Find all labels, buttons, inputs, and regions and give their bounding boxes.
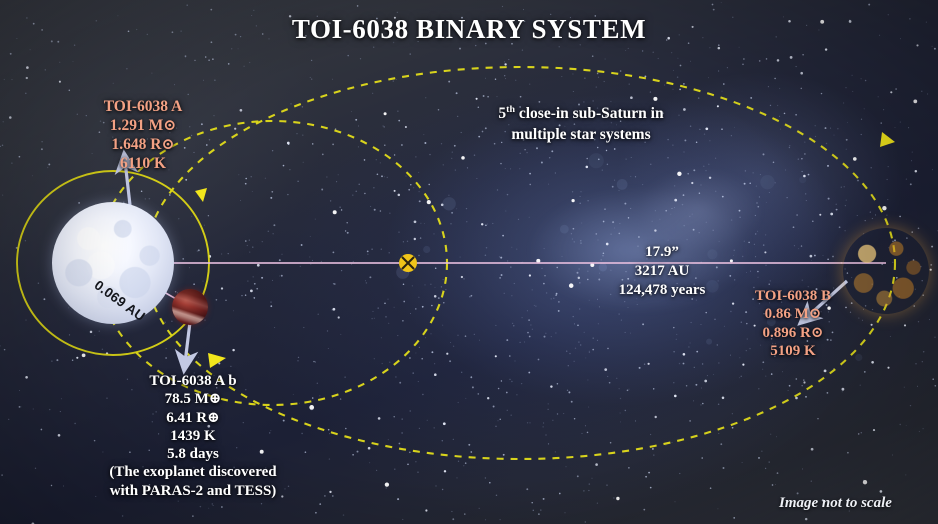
planet-period: 5.8 days bbox=[167, 446, 219, 463]
label-star-b: TOI-6038 B 0.86 M⊙ 0.896 R⊙ 5109 K bbox=[738, 287, 848, 360]
planet-mass: 78.5 M⊕ bbox=[164, 391, 222, 408]
scale-disclaimer: Image not to scale bbox=[779, 495, 892, 511]
headline-annotation: 5th close-in sub-Saturn in multiple star… bbox=[456, 104, 706, 146]
white-star-icon bbox=[52, 202, 174, 324]
pointer-star-a bbox=[114, 149, 139, 206]
star-a-mass: 1.291 M⊙ bbox=[109, 116, 177, 134]
label-separation: 17.9” 3217 AU 124,478 years bbox=[596, 243, 728, 301]
page-title: TOI-6038 BINARY SYSTEM bbox=[291, 14, 647, 44]
orbit-direction-arrow-right bbox=[880, 132, 895, 147]
star-b-radius: 0.896 R⊙ bbox=[762, 324, 824, 341]
star-b-name: TOI-6038 B bbox=[755, 288, 831, 304]
star-a-name: TOI-6038 A bbox=[103, 98, 183, 115]
label-planet: TOI-6038 A b 78.5 M⊕ 6.41 R⊕ 1439 K 5.8 … bbox=[78, 372, 308, 500]
star-a-temperature: 6110 K bbox=[119, 154, 167, 172]
barycenter-cross-icon bbox=[399, 254, 417, 272]
star-a-radius: 1.648 R⊙ bbox=[111, 135, 175, 153]
orbit-planet-direction-arrow bbox=[195, 188, 207, 202]
separation-angular: 17.9” bbox=[645, 244, 679, 260]
headline-line-1: 5th close-in sub-Saturn in bbox=[498, 103, 664, 122]
label-star-a: TOI-6038 A 1.291 M⊙ 1.648 R⊙ 6110 K bbox=[68, 98, 218, 174]
red-planet-icon bbox=[172, 289, 208, 325]
planet-temperature: 1439 K bbox=[170, 427, 216, 444]
planet-note-line-2: with PARAS-2 and TESS) bbox=[109, 482, 277, 499]
pointer-star-b bbox=[797, 279, 849, 326]
pointer-planet bbox=[174, 321, 199, 375]
star-b-surface-texture bbox=[843, 228, 929, 314]
star-b-temperature: 5109 K bbox=[770, 342, 816, 359]
orbit-direction-arrow-left bbox=[208, 353, 226, 368]
star-a-surface-texture bbox=[52, 202, 174, 324]
headline-line-2: multiple star systems bbox=[511, 125, 651, 143]
planet-radius: 6.41 R⊕ bbox=[166, 409, 220, 426]
planet-surface-bands bbox=[172, 289, 208, 325]
orange-star-icon bbox=[843, 228, 929, 314]
star-b-mass: 0.86 M⊙ bbox=[764, 306, 822, 323]
separation-period: 124,478 years bbox=[618, 282, 706, 299]
planet-note-line-1: (The exoplanet discovered bbox=[109, 464, 277, 481]
planet-name: TOI-6038 A b bbox=[149, 373, 237, 389]
separation-distance: 3217 AU bbox=[634, 263, 690, 280]
